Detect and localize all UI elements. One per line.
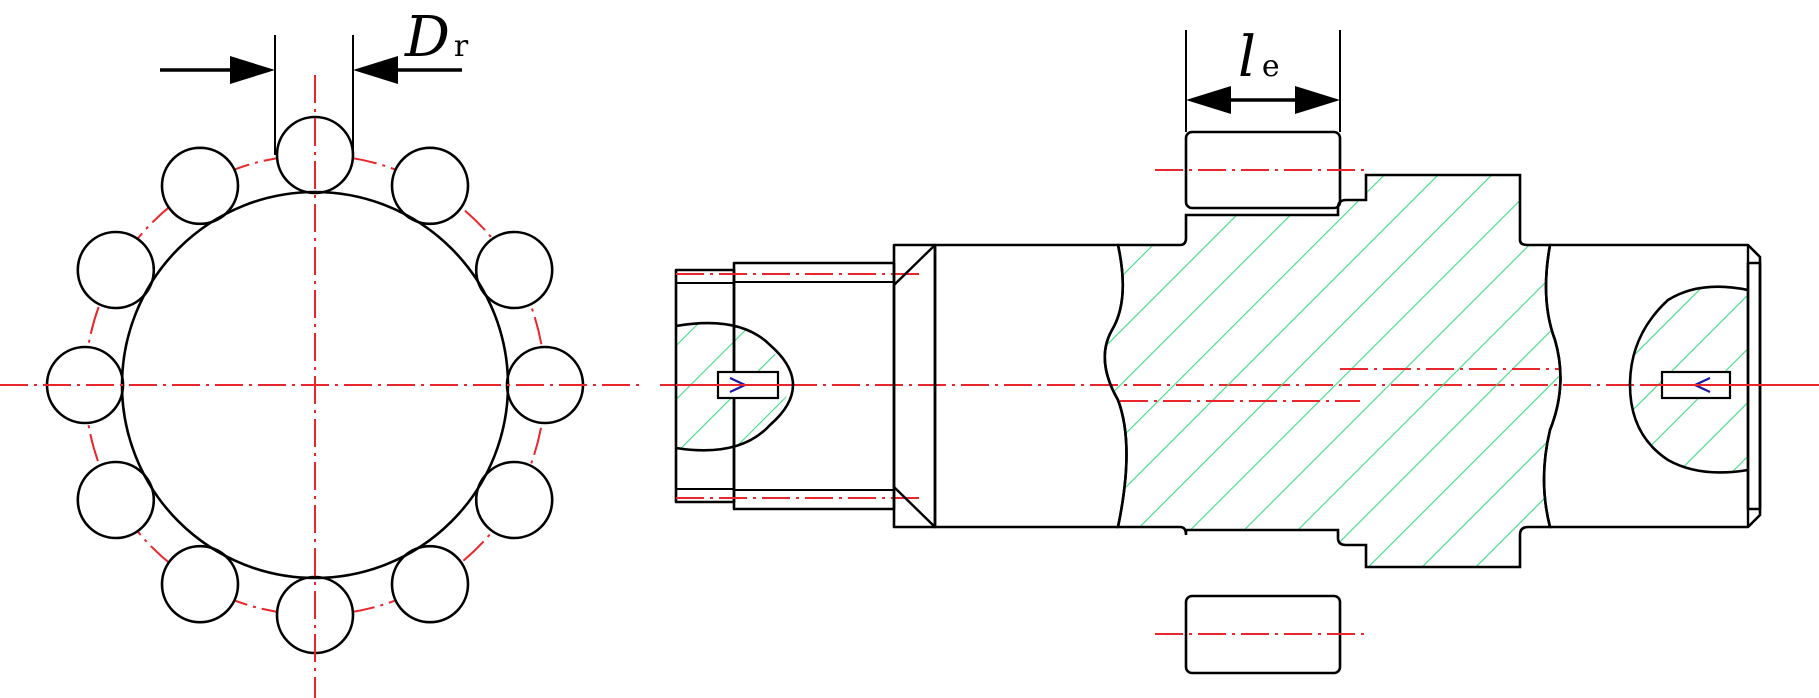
roller-12 bbox=[160, 146, 240, 226]
le-arrowhead-right bbox=[1295, 86, 1340, 114]
roller-3 bbox=[474, 230, 554, 310]
arrowhead-right bbox=[353, 56, 398, 84]
left-shoulder-chamfer-line-top bbox=[893, 244, 936, 286]
right-end-section-outline bbox=[1628, 285, 1749, 474]
roller-9 bbox=[76, 460, 156, 540]
left-end-section-outline bbox=[675, 321, 795, 452]
roller-2 bbox=[390, 146, 470, 226]
roller-6 bbox=[390, 544, 470, 624]
central-hatched-section bbox=[1103, 173, 1562, 569]
main-journal-right bbox=[1542, 243, 1762, 529]
effective-length-subscript: e bbox=[1262, 49, 1280, 84]
roller-11 bbox=[76, 230, 156, 310]
roller-5 bbox=[474, 460, 554, 540]
arrowhead-left bbox=[230, 56, 275, 84]
roller-diameter-subscript: r bbox=[454, 29, 469, 64]
roller-8 bbox=[160, 544, 240, 624]
left-end-section bbox=[674, 261, 925, 511]
effective-length-symbol: l bbox=[1238, 25, 1256, 90]
roller-diameter-symbol: D bbox=[404, 5, 450, 70]
left-shoulder-chamfer-line-bottom bbox=[893, 486, 936, 528]
le-arrowhead-left bbox=[1186, 86, 1231, 114]
